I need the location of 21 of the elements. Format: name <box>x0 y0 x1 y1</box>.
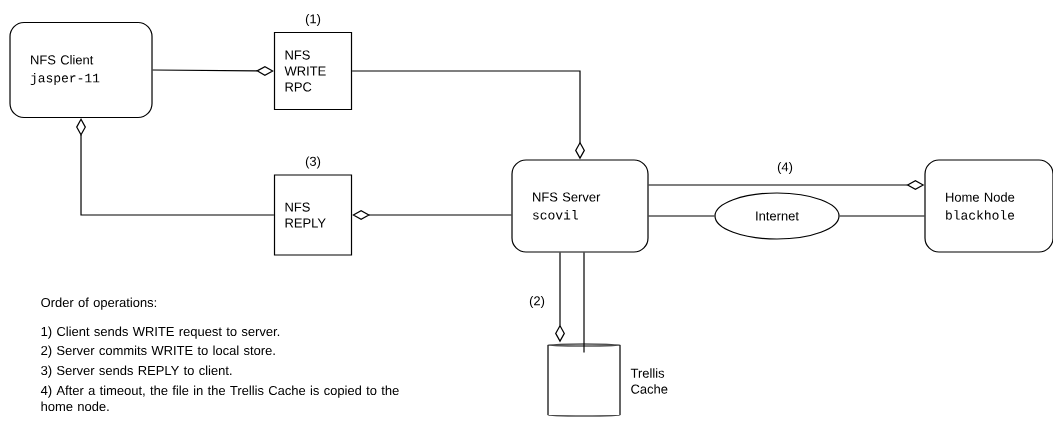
edge-label: (2) <box>528 294 546 309</box>
connector <box>152 65 274 76</box>
host-box: NFS Client jasper-11 <box>9 21 153 119</box>
connector <box>839 215 925 217</box>
host-box: Home Node blackhole <box>924 159 1053 253</box>
cache-cylinder: Trellis Cache <box>547 343 668 417</box>
connector <box>583 252 585 353</box>
step-text: 2) Server commits WRITE to local store. <box>41 345 275 358</box>
step-text: 4) After a timeout, the file in the Trellis Cache is copied to the home node. <box>40 385 399 412</box>
host-box: NFS Server scovil <box>511 159 649 253</box>
edge-label: (4) <box>776 160 794 176</box>
step-text: 3) Server sends REPLY to client. <box>41 365 232 378</box>
message-box: NFS REPLY (3) <box>273 156 353 256</box>
connector <box>352 210 512 220</box>
connector <box>648 215 715 217</box>
list-heading: Order of operations: <box>41 297 157 310</box>
node-label: (1) <box>305 13 321 26</box>
node-label: (3) <box>305 156 321 169</box>
message-box: NFS WRITE RPC (1) <box>273 13 353 111</box>
connector <box>76 118 275 216</box>
step-text: 1) Client sends WRITE request to server. <box>41 326 280 339</box>
